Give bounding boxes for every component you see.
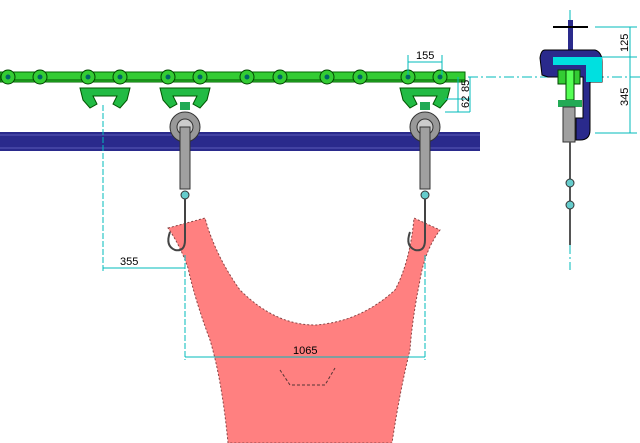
chain-roller [432,69,448,85]
hanger-hook [167,102,201,252]
chain-roller [160,69,176,85]
hanger-hook [407,102,441,252]
carcass-detail-line [279,367,336,386]
carcass-shape [167,217,441,443]
side-view-trolley [539,20,603,245]
dim-1065: 1065 [293,345,317,357]
dim-125: 125 [619,34,631,52]
dim-345: 345 [619,88,631,106]
chain-roller [192,69,208,85]
chain-roller [0,69,16,85]
chain-roller [112,69,128,85]
chain-roller [32,69,48,85]
conveyor-chain [0,71,466,83]
chain-roller [400,69,416,85]
chain-roller [352,69,368,85]
chain-roller [272,69,288,85]
dim-62: 62 [460,96,472,108]
chain-roller [80,69,96,85]
chain-roller [319,69,335,85]
dim-155: 155 [416,50,434,62]
dim-355: 355 [120,256,138,268]
overhead-rail [0,132,480,151]
dim-85: 85 [460,80,472,92]
trolley-bracket [399,87,451,109]
trolley-bracket [159,87,211,109]
chain-roller [239,69,255,85]
trolley-bracket [79,87,131,109]
